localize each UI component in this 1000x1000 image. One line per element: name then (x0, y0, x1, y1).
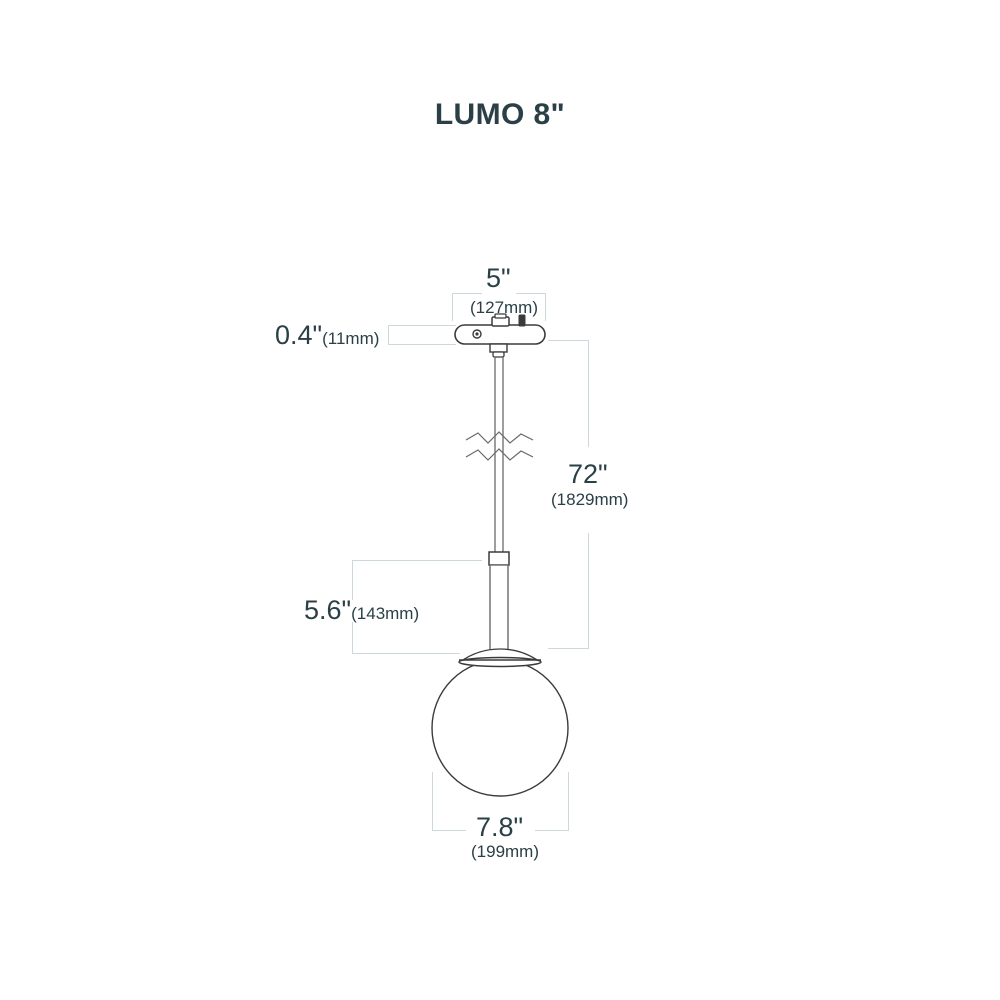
globe-sphere (431, 659, 569, 797)
canopy-thickness-value: 0.4" (275, 320, 323, 350)
break-line-upper (465, 431, 534, 444)
canopy-bar (454, 313, 546, 358)
canopy-screw-center (475, 332, 479, 336)
canopy-thickness-bracket-bottom (388, 344, 456, 345)
canopy-width-bracket-right (545, 293, 546, 321)
shade-drop-label: 5.6"(143mm) (304, 597, 419, 624)
canopy-width-bracket-top-right (516, 293, 546, 294)
break-line-lower (465, 448, 534, 461)
drop-bracket-lower (588, 533, 589, 648)
socket-collar (488, 551, 510, 566)
drop-bracket-top-tick (548, 340, 589, 341)
canopy-thickness-metric: (11mm) (322, 329, 380, 348)
globe-diameter-bracket-left (432, 772, 433, 830)
canopy-thickness-bracket-left (388, 325, 389, 345)
shade-drop-value: 5.6" (304, 595, 352, 625)
canopy-knob-cap (494, 313, 507, 319)
suspension-rod (494, 357, 504, 553)
socket-housing (488, 551, 510, 658)
globe-diameter-bracket-bottom-right (535, 830, 569, 831)
drop-bracket-bottom-tick (548, 648, 589, 649)
globe-diameter-value: 7.8" (476, 812, 524, 842)
globe-diameter-metric: (199mm) (471, 842, 540, 861)
drop-length-value: 72" (568, 459, 608, 489)
globe-rim (458, 656, 542, 668)
canopy-width-metric: (127mm) (470, 298, 539, 317)
globe-diameter-bracket-bottom-left (432, 830, 466, 831)
shade-drop-bracket-left-lower (352, 622, 353, 654)
globe-diameter-bracket-right (568, 772, 569, 830)
canopy-strain-relief-tip (492, 351, 505, 358)
glass-globe (431, 648, 569, 797)
drop-bracket-upper (588, 340, 589, 447)
shade-drop-bracket-left-upper (352, 560, 353, 600)
canopy-width-value: 5" (486, 263, 511, 293)
canopy-connector-block (518, 314, 526, 327)
canopy-body (454, 324, 546, 345)
canopy-thickness-bracket-top (388, 325, 456, 326)
shade-drop-metric: (143mm) (351, 604, 420, 623)
page-title: LUMO 8" (434, 98, 566, 131)
shade-drop-bracket-bottom (352, 653, 460, 654)
break-line-symbol (465, 431, 534, 461)
canopy-thickness-label: 0.4"(11mm) (275, 322, 379, 349)
shade-drop-bracket-top (352, 560, 482, 561)
canopy-width-bracket-left (452, 293, 453, 321)
canopy-width-bracket-top-left (452, 293, 482, 294)
canopy-strain-relief (489, 343, 508, 353)
socket-tube (489, 564, 509, 658)
drop-length-metric: (1829mm) (551, 490, 629, 509)
